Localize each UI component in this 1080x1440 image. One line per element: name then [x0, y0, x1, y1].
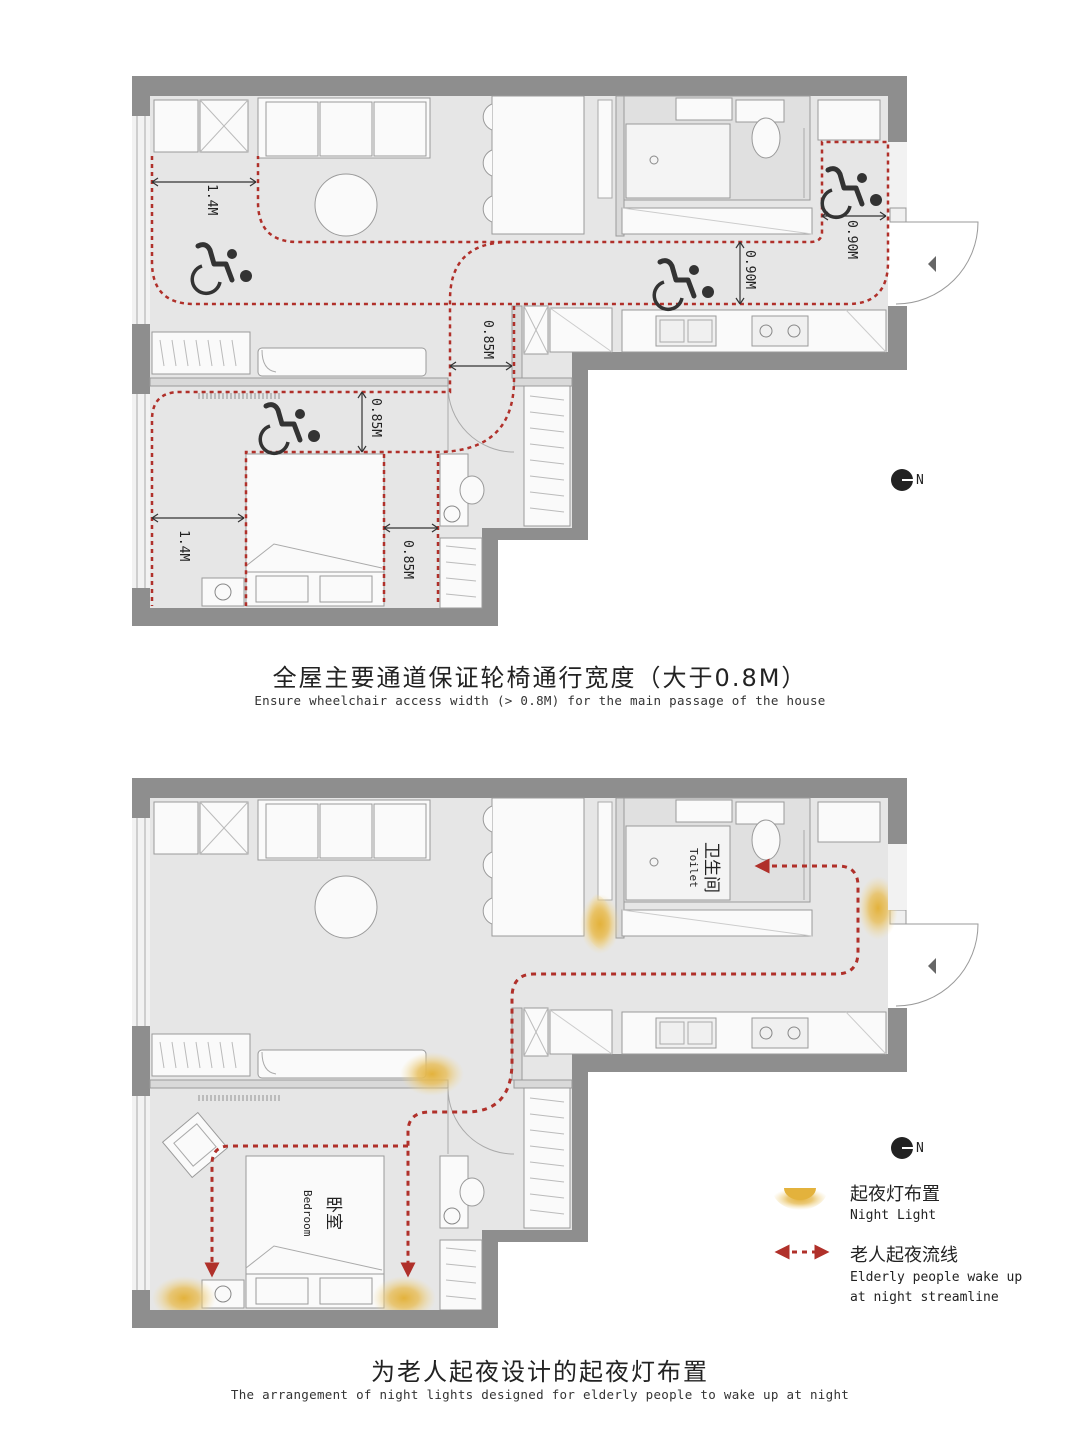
toilet-label-en: Toilet	[687, 848, 700, 888]
dim-label: 0.85M	[480, 320, 495, 359]
dim-label: 1.4M	[204, 184, 219, 215]
dim-label: 0.90M	[742, 250, 757, 289]
dim-label: 0.90M	[844, 220, 859, 259]
toilet-label-zh: 卫生间	[701, 842, 721, 893]
svg-text:N: N	[916, 473, 924, 488]
plan-wheelchair: 1.4M 0.90M 0.90M 0.85M 0.85M 1.4M 0.85M …	[132, 76, 978, 626]
dim-label: 1.4M	[176, 530, 191, 561]
legend-path-label-en-2: at night streamline	[850, 1290, 999, 1305]
caption-plan1-en: Ensure wheelchair access width (> 0.8M) …	[254, 693, 826, 708]
legend-path-label-en-1: Elderly people wake up	[850, 1270, 1023, 1285]
route-bedroom	[244, 306, 516, 606]
bedroom-label-zh: 卧室	[323, 1196, 343, 1230]
svg-text:N: N	[916, 1141, 924, 1156]
plan-night-light: 卫生间 Toilet 卧室 Bedroom N	[132, 778, 978, 1328]
legend-light-label-en: Night Light	[850, 1208, 937, 1223]
night-path-main	[400, 858, 860, 1278]
route-hall	[150, 240, 511, 606]
north-arrow-icon: N	[891, 1137, 924, 1159]
night-path-branch	[204, 1144, 408, 1278]
caption-plan1-zh: 全屋主要通道保证轮椅通行宽度（大于0.8M）	[272, 664, 808, 692]
bedroom-label-en: Bedroom	[301, 1190, 314, 1237]
route-living	[150, 140, 890, 306]
legend-light-icon	[772, 1188, 828, 1210]
legend-path-label: 老人起夜流线	[850, 1245, 958, 1266]
legend-light-label: 起夜灯布置	[850, 1184, 940, 1205]
caption-plan2-en: The arrangement of night lights designed…	[230, 1387, 850, 1402]
north-arrow-icon: N	[891, 469, 924, 491]
dim-label: 0.85M	[400, 540, 415, 579]
dim-label: 0.85M	[368, 398, 383, 437]
caption-plan2-zh: 为老人起夜设计的起夜灯布置	[371, 1358, 709, 1386]
